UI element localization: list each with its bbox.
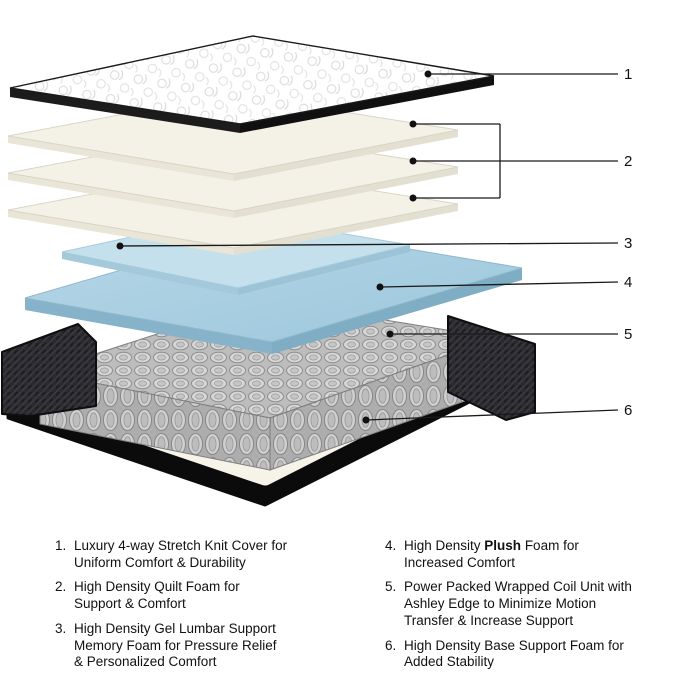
callout-dot (409, 157, 417, 165)
callout-1 (424, 70, 618, 78)
callout-dot (409, 120, 417, 128)
legend-item-6: 6. High Density Base Support Foam for Ad… (385, 638, 660, 671)
legend-text: High Density Gel Lumbar Support Memory F… (74, 620, 277, 670)
legend-column-left: 1. Luxury 4-way Stretch Knit Cover for U… (55, 538, 320, 679)
callout-number-4: 4 (624, 274, 632, 291)
callout-number-6: 6 (624, 402, 632, 419)
legend-text: Luxury 4-way Stretch Knit Cover for Unif… (74, 538, 288, 570)
callout-dot (376, 283, 384, 291)
legend-number: 6. (385, 637, 397, 653)
base-corner-panels (1, 315, 536, 421)
legend-item-4: 4. High Density Plush Foam for Increased… (385, 538, 660, 571)
layer-2-quilt-foams (7, 93, 459, 255)
quilt-foam-top (7, 93, 459, 181)
callout-dot (362, 416, 370, 424)
callout-3 (116, 242, 619, 250)
right-corner-panel (447, 315, 536, 421)
callout-number-3: 3 (624, 235, 632, 252)
legend-number: 1. (55, 538, 67, 553)
callout-dot (116, 242, 124, 250)
mattress-exploded-diagram: 1 2 3 4 5 6 (1, 35, 632, 507)
callout-dot (386, 330, 394, 338)
callout-6 (362, 409, 619, 424)
legend-item-5: 5. Power Packed Wrapped Coil Unit with A… (385, 579, 660, 629)
legend-number: 2. (55, 579, 67, 595)
legend-item-2: 2. High Density Quilt Foam for Support &… (55, 579, 320, 612)
diagram-canvas: 1 2 3 4 5 6 (1, 35, 632, 507)
callout-5 (386, 330, 618, 338)
layer-1-knit-cover (9, 35, 495, 133)
callout-numbers: 1 2 3 4 5 6 (624, 66, 632, 419)
callouts (116, 70, 619, 424)
legend-item-1: 1. Luxury 4-way Stretch Knit Cover for U… (55, 538, 320, 571)
callout-dot (409, 194, 417, 202)
legend-number: 5. (385, 579, 397, 595)
callout-4 (376, 281, 619, 291)
legend: 1. Luxury 4-way Stretch Knit Cover for U… (0, 538, 700, 698)
legend-number: 4. (385, 538, 397, 553)
legend-text-post: Foam for Increased Comfort (404, 538, 579, 570)
legend-text: High Density Base Support Foam for Added… (404, 637, 624, 670)
legend-text-pre: High Density (404, 538, 485, 553)
callout-2-bracket (409, 120, 618, 202)
legend-column-right: 4. High Density Plush Foam for Increased… (385, 538, 660, 679)
callout-number-2: 2 (624, 153, 632, 170)
legend-text: High Density Quilt Foam for Support & Co… (74, 579, 240, 612)
layer-5-coil-unit (38, 299, 497, 471)
legend-number: 3. (55, 620, 67, 636)
callout-dot (424, 70, 432, 78)
legend-item-3: 3. High Density Gel Lumbar Support Memor… (55, 621, 320, 671)
callout-number-5: 5 (624, 326, 632, 343)
left-corner-panel (1, 323, 97, 417)
legend-text: Power Packed Wrapped Coil Unit with Ashl… (404, 579, 632, 628)
legend-text: High Density Plush Foam for Increased Co… (404, 538, 579, 571)
legend-text-bold: Plush (484, 538, 522, 553)
callout-number-1: 1 (624, 66, 632, 83)
